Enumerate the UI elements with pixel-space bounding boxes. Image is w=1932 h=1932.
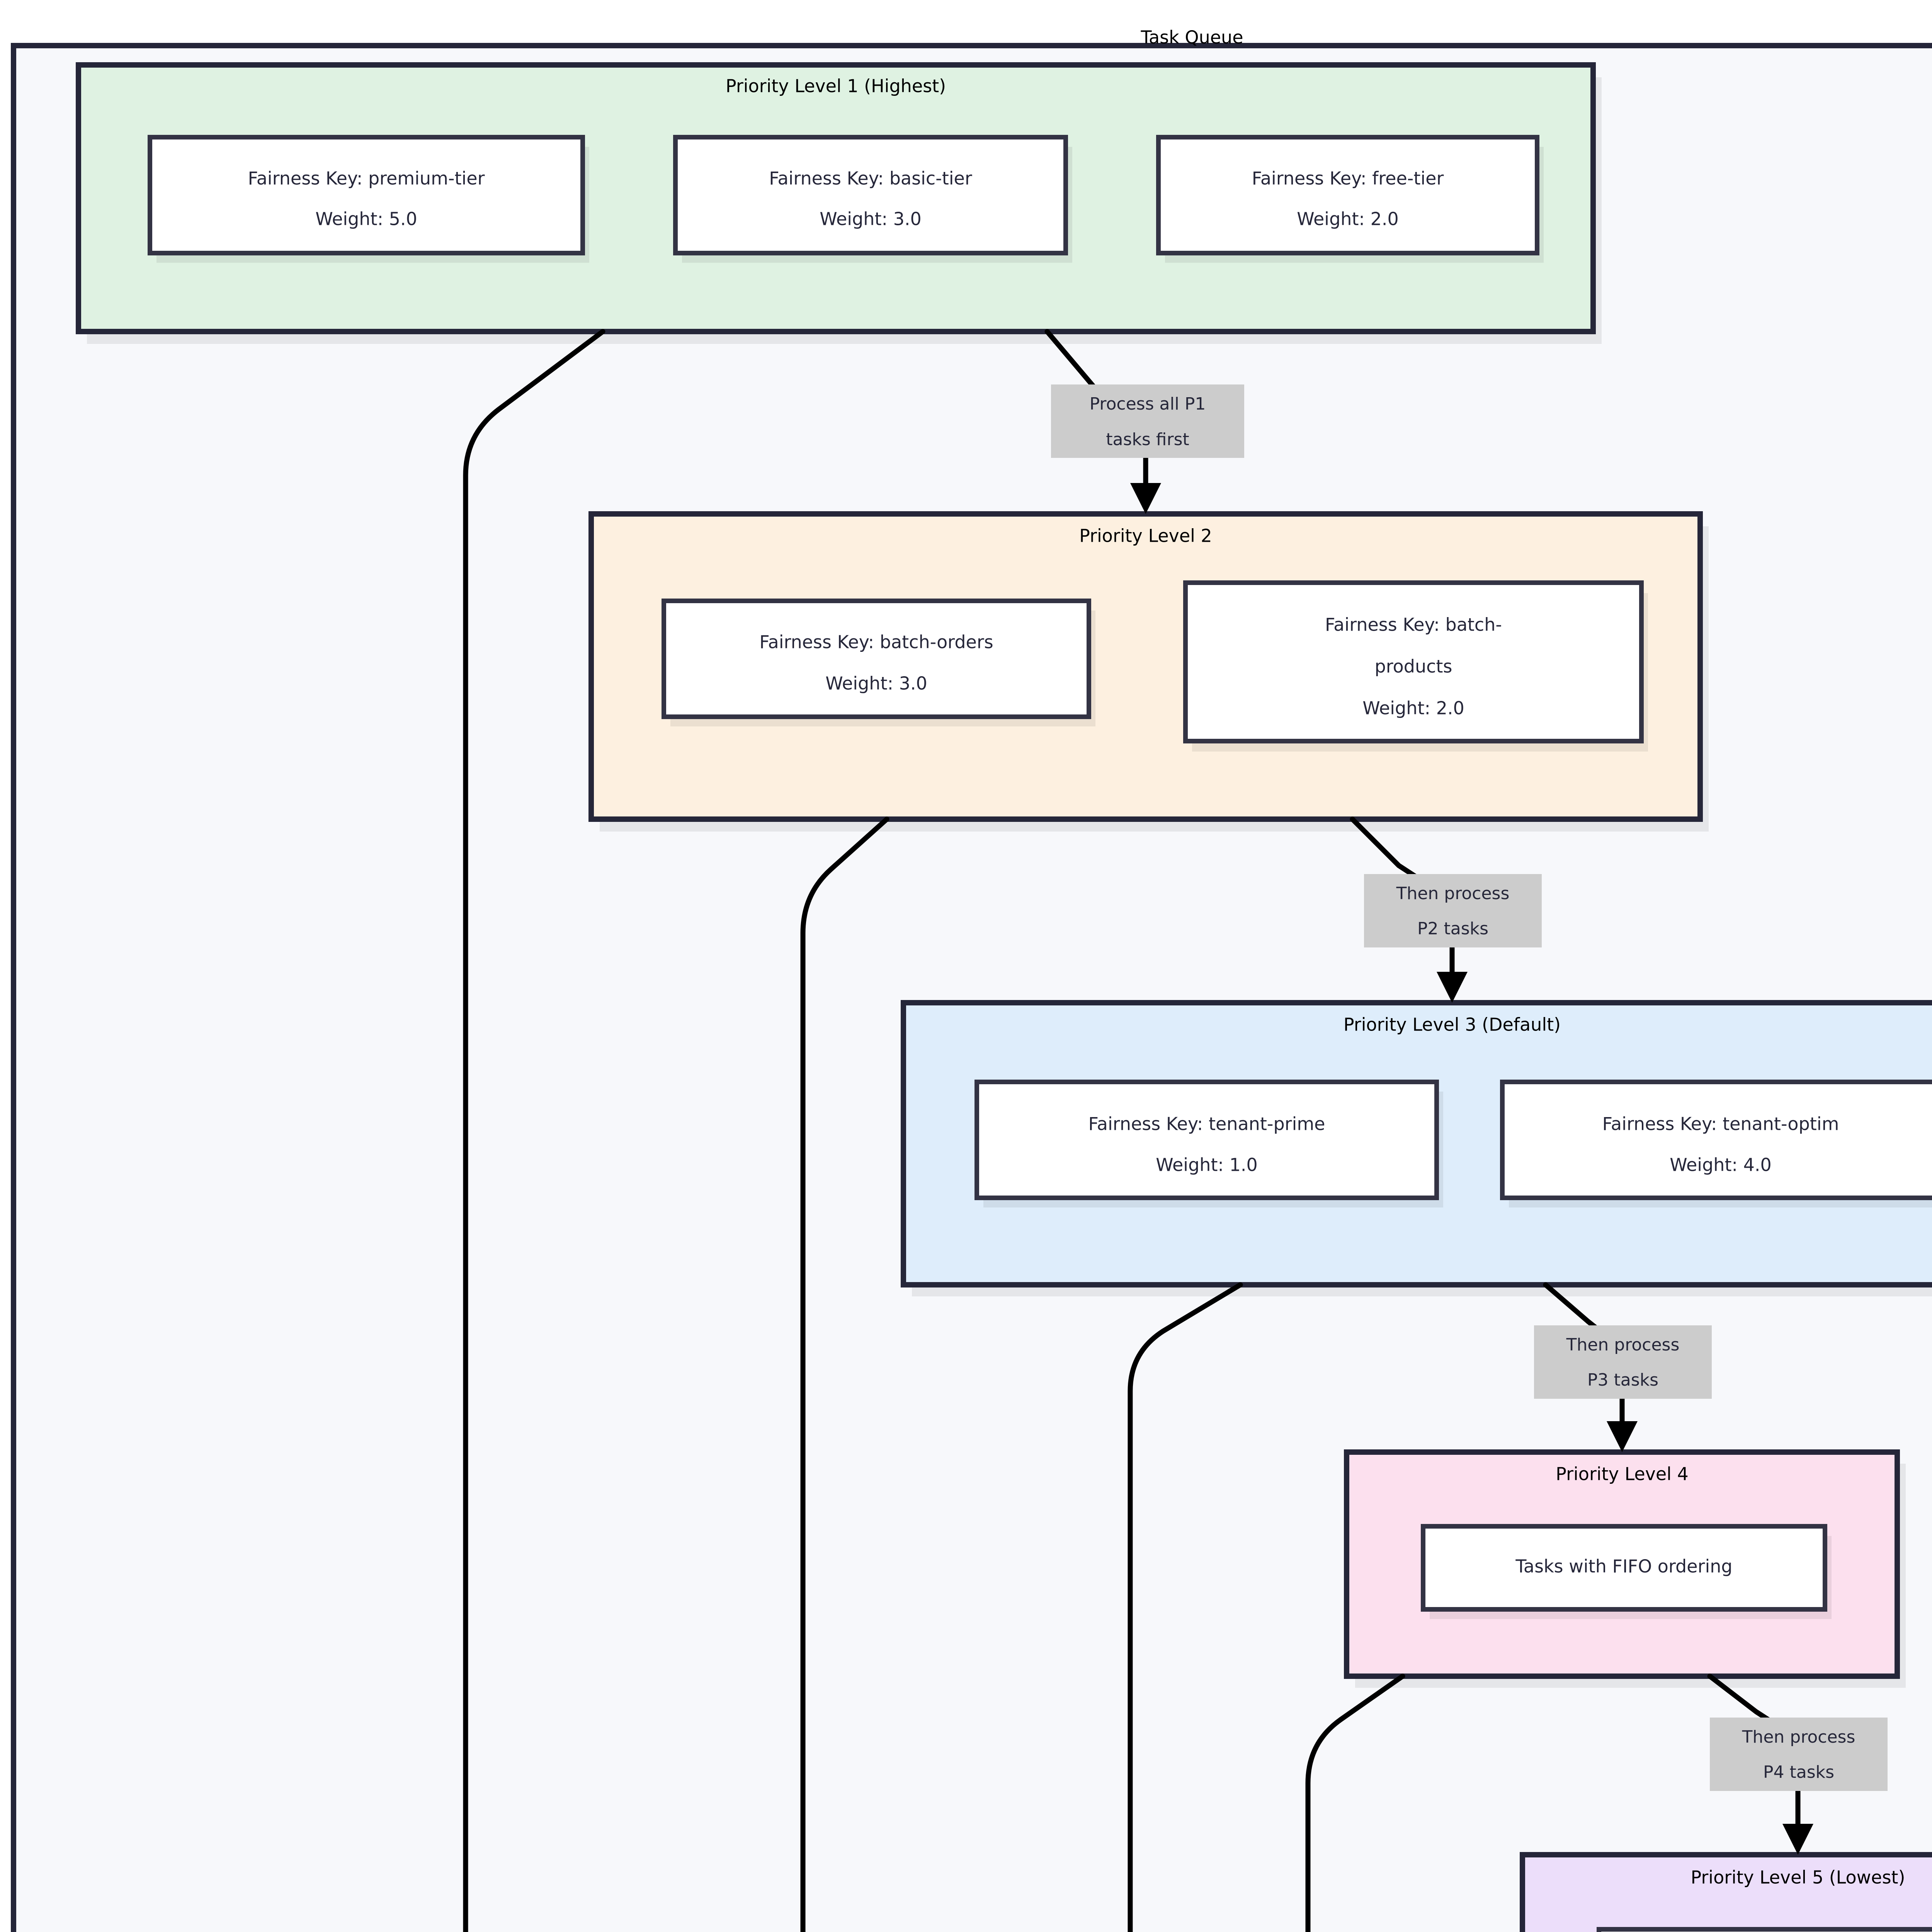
edge-label-p2-p3-line1: Then process [1396, 884, 1510, 903]
p2a-rect[interactable] [662, 599, 1091, 719]
edge-label-p1-p2-line2: tasks first [1106, 430, 1189, 449]
edge-label-p2-p3-line2: P2 tasks [1417, 919, 1488, 939]
p5a-rect[interactable] [1597, 1927, 1932, 1932]
cluster-priority-level-4: Priority Level 4 Tasks with FIFO orderin… [1344, 1449, 1906, 1688]
node-p5-fifo[interactable]: Tasks with FIFO ordering [1597, 1927, 1932, 1932]
p1-title: Priority Level 1 (Highest) [726, 76, 946, 97]
cluster-priority-level-2: Priority Level 2 Fairness Key: batch-ord… [588, 511, 1709, 832]
p3a-rect[interactable] [975, 1080, 1439, 1200]
node-p1-basic-tier[interactable]: Fairness Key: basic-tier Weight: 3.0 [673, 135, 1072, 263]
p3a-line1: Fairness Key: tenant-prime [1088, 1114, 1325, 1134]
p4-title: Priority Level 4 [1556, 1464, 1689, 1485]
edge-p1-to-workers [463, 329, 605, 1932]
edge-label-p3-p4: Then process P3 tasks [1534, 1325, 1712, 1399]
p3b-line2: Weight: 4.0 [1670, 1155, 1772, 1175]
cluster-priority-level-5: Priority Level 5 (Lowest) Tasks with FIF… [1520, 1852, 1932, 1932]
p3b-line1: Fairness Key: tenant-optim [1602, 1114, 1839, 1134]
p1c-line1: Fairness Key: free-tier [1252, 168, 1444, 189]
p4a-rect[interactable] [1421, 1524, 1827, 1612]
p1b-rect[interactable] [673, 135, 1068, 255]
edge-label-p4-p5-line2: P4 tasks [1763, 1762, 1834, 1782]
node-p1-premium-tier[interactable]: Fairness Key: premium-tier Weight: 5.0 [148, 135, 589, 263]
node-p4-fifo[interactable]: Tasks with FIFO ordering [1421, 1524, 1832, 1619]
task-queue-title: Task Queue [1140, 27, 1243, 48]
cluster-priority-level-1: Priority Level 1 (Highest) Fairness Key:… [76, 62, 1602, 344]
edge-p3-to-workers [1128, 1282, 1243, 1932]
edge-label-p3-p4-line2: P3 tasks [1587, 1370, 1658, 1390]
p1b-line1: Fairness Key: basic-tier [769, 168, 972, 189]
arrowhead-p2-p3 [1437, 972, 1468, 1003]
p2b-line1: Fairness Key: batch- [1325, 614, 1502, 635]
edges-to-workers [463, 329, 1405, 1932]
edge-label-p3-p4-line1: Then process [1566, 1335, 1680, 1355]
p1b-line2: Weight: 3.0 [820, 209, 922, 230]
p3b-rect[interactable] [1500, 1080, 1932, 1200]
p1a-line1: Fairness Key: premium-tier [248, 168, 485, 189]
cluster-priority-level-3: Priority Level 3 (Default) Fairness Key:… [901, 1000, 1932, 1296]
p3a-line2: Weight: 1.0 [1156, 1155, 1258, 1175]
p2b-rect[interactable] [1183, 580, 1644, 743]
edge-p2-to-workers [800, 816, 889, 1932]
edge-p4-to-workers [1305, 1673, 1405, 1932]
p1a-rect[interactable] [148, 135, 585, 255]
edge-label-p4-p5-bg [1710, 1718, 1888, 1791]
p3-title: Priority Level 3 (Default) [1344, 1014, 1561, 1035]
edge-label-p1-p2-line1: Process all P1 [1090, 394, 1206, 414]
edge-label-p1-p2: Process all P1 tasks first [1051, 384, 1244, 458]
edge-label-p1-p2-bg [1051, 384, 1244, 458]
node-p3-tenant-optim[interactable]: Fairness Key: tenant-optim Weight: 4.0 [1500, 1080, 1932, 1208]
p2b-line2: products [1375, 656, 1452, 677]
node-p2-batch-products[interactable]: Fairness Key: batch- products Weight: 2.… [1183, 580, 1648, 752]
p2-title: Priority Level 2 [1079, 526, 1212, 546]
p4a-line1: Tasks with FIFO ordering [1515, 1556, 1732, 1577]
node-p3-tenant-prime[interactable]: Fairness Key: tenant-prime Weight: 1.0 [975, 1080, 1443, 1208]
node-p2-batch-orders[interactable]: Fairness Key: batch-orders Weight: 3.0 [662, 599, 1095, 726]
node-p1-free-tier[interactable]: Fairness Key: free-tier Weight: 2.0 [1156, 135, 1544, 263]
p1c-line2: Weight: 2.0 [1297, 209, 1399, 230]
p2b-line3: Weight: 2.0 [1362, 698, 1464, 719]
arrowhead-p1-p2 [1130, 483, 1161, 514]
p5-rect [1520, 1852, 1932, 1932]
edge-label-p4-p5-line1: Then process [1742, 1727, 1855, 1747]
arrowhead-p3-p4 [1607, 1421, 1638, 1452]
p2a-line2: Weight: 3.0 [825, 673, 927, 694]
edge-label-p2-p3-bg [1364, 874, 1542, 947]
edge-label-p2-p3: Then process P2 tasks [1364, 874, 1542, 947]
p5-title: Priority Level 5 (Lowest) [1690, 1867, 1905, 1888]
cluster-task-queue: Task Queue [11, 27, 1932, 1932]
edge-label-p3-p4-bg [1534, 1325, 1712, 1399]
p2a-line1: Fairness Key: batch-orders [759, 632, 993, 653]
arrowhead-p4-p5 [1782, 1824, 1813, 1855]
p1c-rect[interactable] [1156, 135, 1539, 255]
p1a-line2: Weight: 5.0 [315, 209, 417, 230]
edge-label-p4-p5: Then process P4 tasks [1710, 1718, 1888, 1791]
